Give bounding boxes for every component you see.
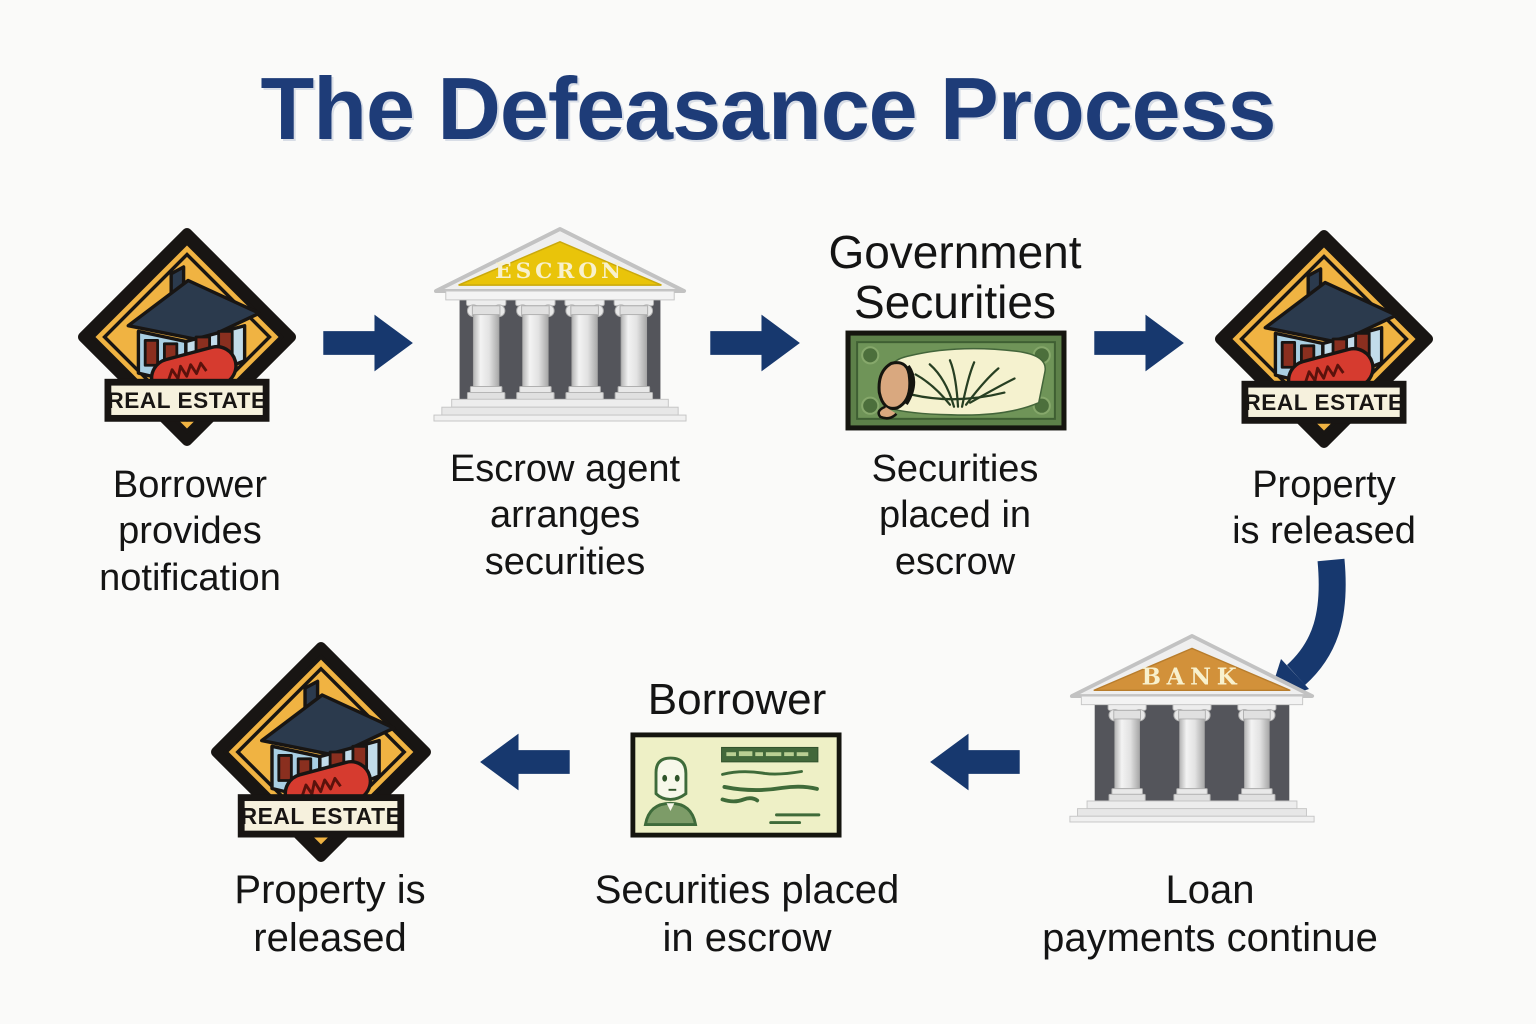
caption-borrower-notification: Borrower provides notification [99,464,281,599]
borrower-label: Borrower [647,675,827,724]
real-estate-sign-label: REAL ESTATE [241,803,402,829]
banknote-icon [845,330,1067,431]
escrow-building-icon: ESCRON [433,227,687,422]
caption-securities-placed-bottom: Securities placed in escrow [594,868,900,960]
caption-property-released-bottom: Property is released [234,868,426,960]
page-title: The Defeasance Process [260,59,1276,158]
real-estate-sign-label: REAL ESTATE [1244,390,1403,415]
check-icon [630,732,842,838]
government-securities-label: Government Securities [828,226,1082,328]
real-estate-sign-icon: REAL ESTATE [1211,226,1437,452]
real-estate-sign-icon: REAL ESTATE [207,638,435,866]
arrow-right-icon [1094,314,1184,372]
arrow-right-icon [323,314,413,372]
caption-escrow-agent: Escrow agent arranges securities [449,448,681,583]
real-estate-sign-icon: REAL ESTATE [74,224,300,450]
real-estate-sign-label: REAL ESTATE [107,388,266,413]
arrow-left-icon [930,733,1020,791]
arrow-right-icon [710,314,800,372]
caption-property-released-top: Property is released [1232,464,1416,553]
caption-loan-payments: Loan payments continue [1042,868,1378,960]
escrow-pediment-label: ESCRON [495,259,625,284]
bank-building-icon: BANK [1069,634,1315,823]
arrow-left-icon [480,733,570,791]
caption-securities-placed: Securities placed in escrow [871,448,1039,583]
bank-pediment-label: BANK [1142,665,1243,691]
